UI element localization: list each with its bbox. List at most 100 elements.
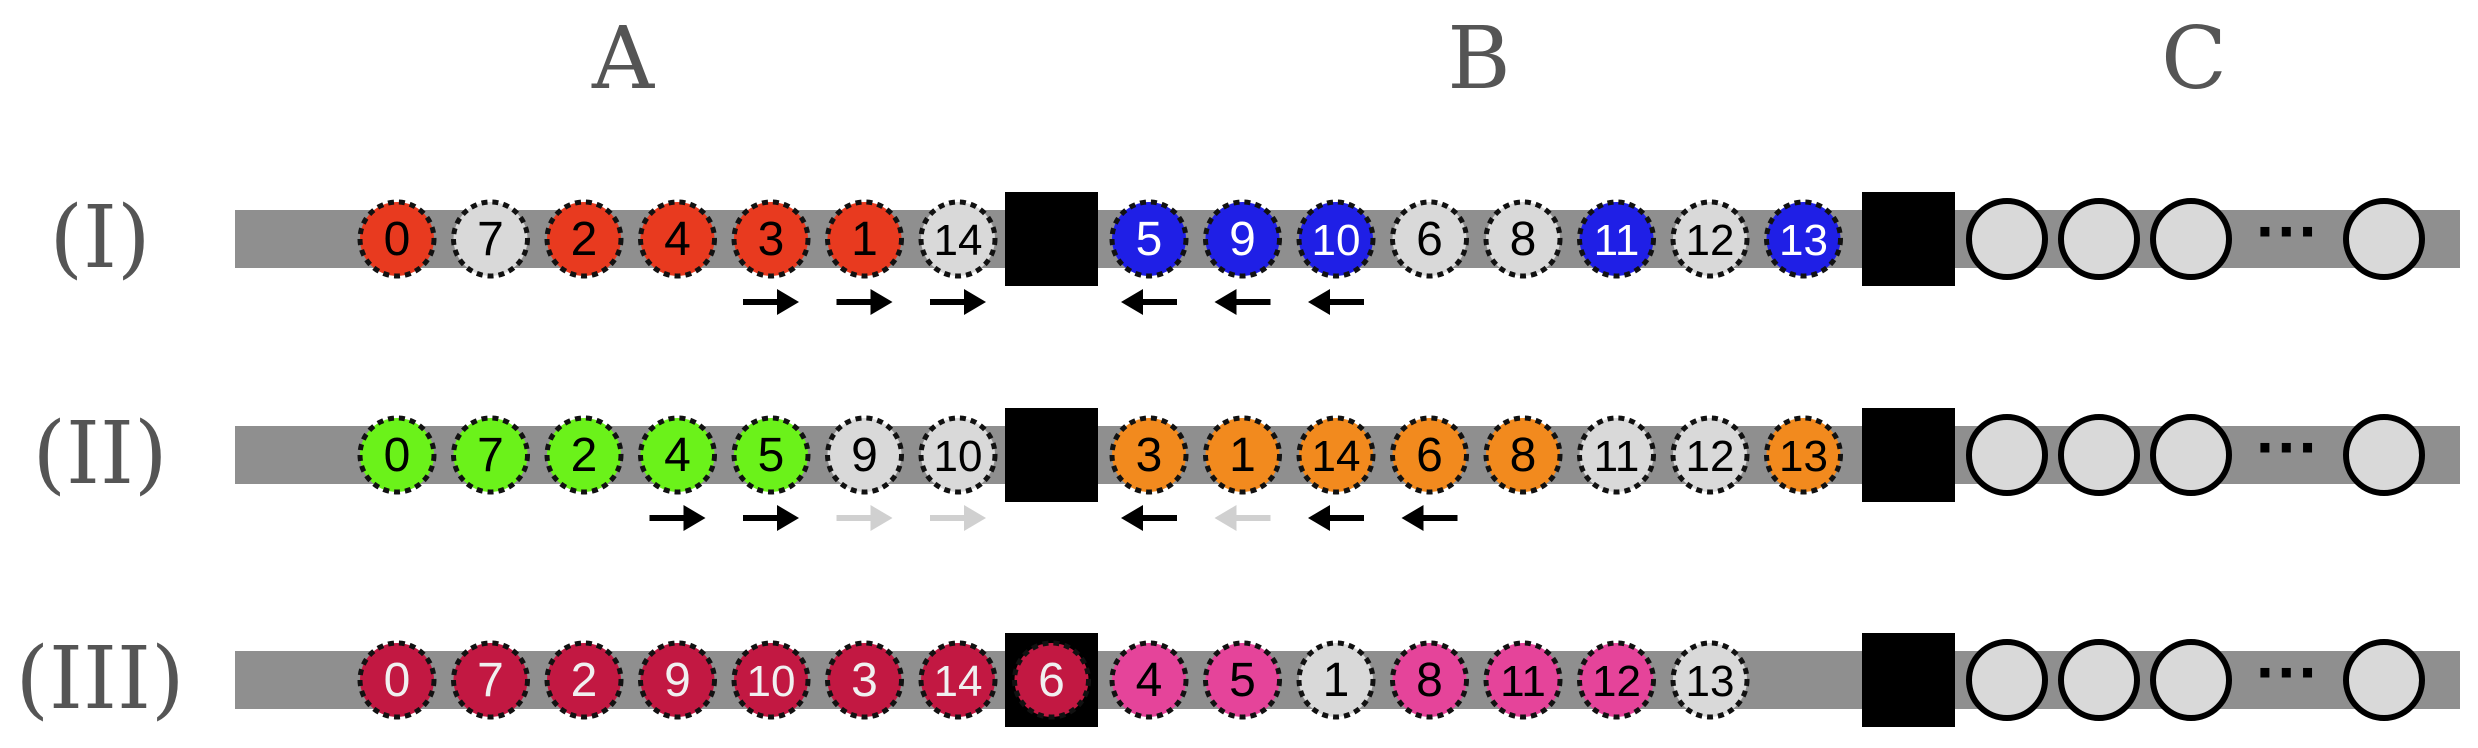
ball-a-7: 7 bbox=[451, 199, 530, 279]
ball-number: 12 bbox=[1686, 216, 1735, 265]
ball-a-10: 10 bbox=[731, 640, 811, 720]
ball-b-8: 8 bbox=[1483, 415, 1563, 495]
ball-b-4: 4 bbox=[1109, 640, 1189, 720]
ball-circle bbox=[918, 199, 998, 279]
ball-number: 3 bbox=[851, 654, 878, 707]
empty-slot-circle bbox=[2150, 198, 2232, 280]
ball-a-0: 0 bbox=[357, 640, 437, 720]
ball-number: 13 bbox=[1686, 657, 1735, 706]
ball-circle bbox=[638, 415, 717, 495]
ball-a-0: 0 bbox=[357, 199, 437, 279]
empty-slot-circle bbox=[1966, 198, 2048, 280]
ball-a-2: 2 bbox=[544, 199, 624, 279]
ball-a-2: 2 bbox=[544, 415, 624, 495]
arrow-right-icon bbox=[836, 505, 893, 531]
ball-b-12: 12 bbox=[1577, 640, 1656, 720]
ball-a-9: 9 bbox=[638, 640, 717, 720]
ball-number: 4 bbox=[664, 429, 691, 482]
arrow-right-icon bbox=[743, 505, 799, 531]
ball-a-4: 4 bbox=[638, 415, 717, 495]
ball-circle bbox=[1390, 199, 1469, 279]
ball-circle bbox=[825, 640, 904, 720]
ball-circle bbox=[918, 415, 998, 495]
ball-number: 14 bbox=[934, 657, 983, 706]
ball-circle bbox=[731, 640, 811, 720]
ball-number: 11 bbox=[1594, 432, 1640, 481]
ball-circle bbox=[1012, 640, 1091, 720]
ball-circle bbox=[1109, 640, 1189, 720]
ball-b-6: 6 bbox=[1390, 199, 1469, 279]
ball-circle bbox=[1577, 640, 1656, 720]
column-headers: A B C bbox=[591, 9, 2227, 109]
row-label: (III) bbox=[15, 629, 184, 729]
ball-b-1: 1 bbox=[1203, 415, 1282, 495]
ball-number: 9 bbox=[664, 654, 691, 707]
ball-circle bbox=[1296, 415, 1376, 495]
ellipsis: ··· bbox=[2256, 195, 2320, 267]
ball-b-13: 13 bbox=[1764, 199, 1843, 279]
ball-number: 5 bbox=[1229, 654, 1256, 707]
ball-circle bbox=[918, 640, 998, 720]
ball-circle bbox=[1764, 415, 1843, 495]
ball-number: 8 bbox=[1416, 654, 1443, 707]
ball-a-7: 7 bbox=[451, 415, 530, 495]
ball-number: 1 bbox=[1229, 429, 1256, 482]
ball-number: 8 bbox=[1510, 213, 1537, 266]
ball-number: 5 bbox=[1136, 213, 1163, 266]
ball-b-11: 11 bbox=[1577, 415, 1656, 495]
ball-b-14: 14 bbox=[1296, 415, 1376, 495]
ball-a-4: 4 bbox=[638, 199, 717, 279]
ball-circle bbox=[357, 199, 437, 279]
ball-b-10: 10 bbox=[1296, 199, 1376, 279]
arrow-left-icon bbox=[1308, 289, 1364, 315]
ball-number: 13 bbox=[1779, 216, 1828, 265]
ball-a-14: 14 bbox=[918, 640, 998, 720]
ball-circle bbox=[1203, 199, 1282, 279]
ball-number: 4 bbox=[1136, 654, 1163, 707]
ball-b-8: 8 bbox=[1390, 640, 1469, 720]
ball-circle bbox=[544, 640, 624, 720]
ball-b-12: 12 bbox=[1670, 415, 1750, 495]
ball-a-2: 2 bbox=[544, 640, 624, 720]
ball-number: 1 bbox=[1323, 654, 1350, 707]
ball-a-1: 1 bbox=[825, 199, 904, 279]
ball-b-13: 13 bbox=[1670, 640, 1750, 720]
ball-circle bbox=[1296, 199, 1376, 279]
ball-circle bbox=[1483, 199, 1563, 279]
ball-b-3: 3 bbox=[1109, 415, 1189, 495]
ball-number: 7 bbox=[477, 429, 504, 482]
ball-number: 7 bbox=[477, 213, 504, 266]
empty-slot-circle bbox=[2343, 198, 2425, 280]
ball-number: 10 bbox=[1312, 216, 1361, 265]
arrow-right-icon bbox=[836, 289, 893, 315]
ball-circle bbox=[544, 415, 624, 495]
ball-number: 8 bbox=[1510, 429, 1537, 482]
column-header-c: C bbox=[2161, 9, 2227, 109]
ball-circle bbox=[357, 415, 437, 495]
ball-b-12: 12 bbox=[1670, 199, 1750, 279]
ball-circle bbox=[638, 640, 717, 720]
ball-circle bbox=[1109, 415, 1189, 495]
arrow-left-icon bbox=[1214, 289, 1271, 315]
ball-number: 1 bbox=[851, 213, 878, 266]
ball-number: 10 bbox=[934, 432, 983, 481]
ball-a-6: 6 bbox=[1012, 640, 1091, 720]
ball-circle bbox=[451, 199, 530, 279]
ball-circle bbox=[825, 415, 904, 495]
ball-b-9: 9 bbox=[1203, 199, 1282, 279]
ball-b-8: 8 bbox=[1483, 199, 1563, 279]
ball-a-10: 10 bbox=[918, 415, 998, 495]
barrier-block-2 bbox=[1862, 633, 1955, 727]
ball-number: 2 bbox=[571, 213, 598, 266]
ball-number: 3 bbox=[758, 213, 785, 266]
ball-a-9: 9 bbox=[825, 415, 904, 495]
ball-number: 11 bbox=[1594, 216, 1640, 265]
ball-number: 6 bbox=[1416, 213, 1443, 266]
ball-number: 4 bbox=[664, 213, 691, 266]
ball-circle bbox=[1670, 415, 1750, 495]
ball-number: 0 bbox=[384, 429, 411, 482]
ball-number: 14 bbox=[1312, 432, 1361, 481]
